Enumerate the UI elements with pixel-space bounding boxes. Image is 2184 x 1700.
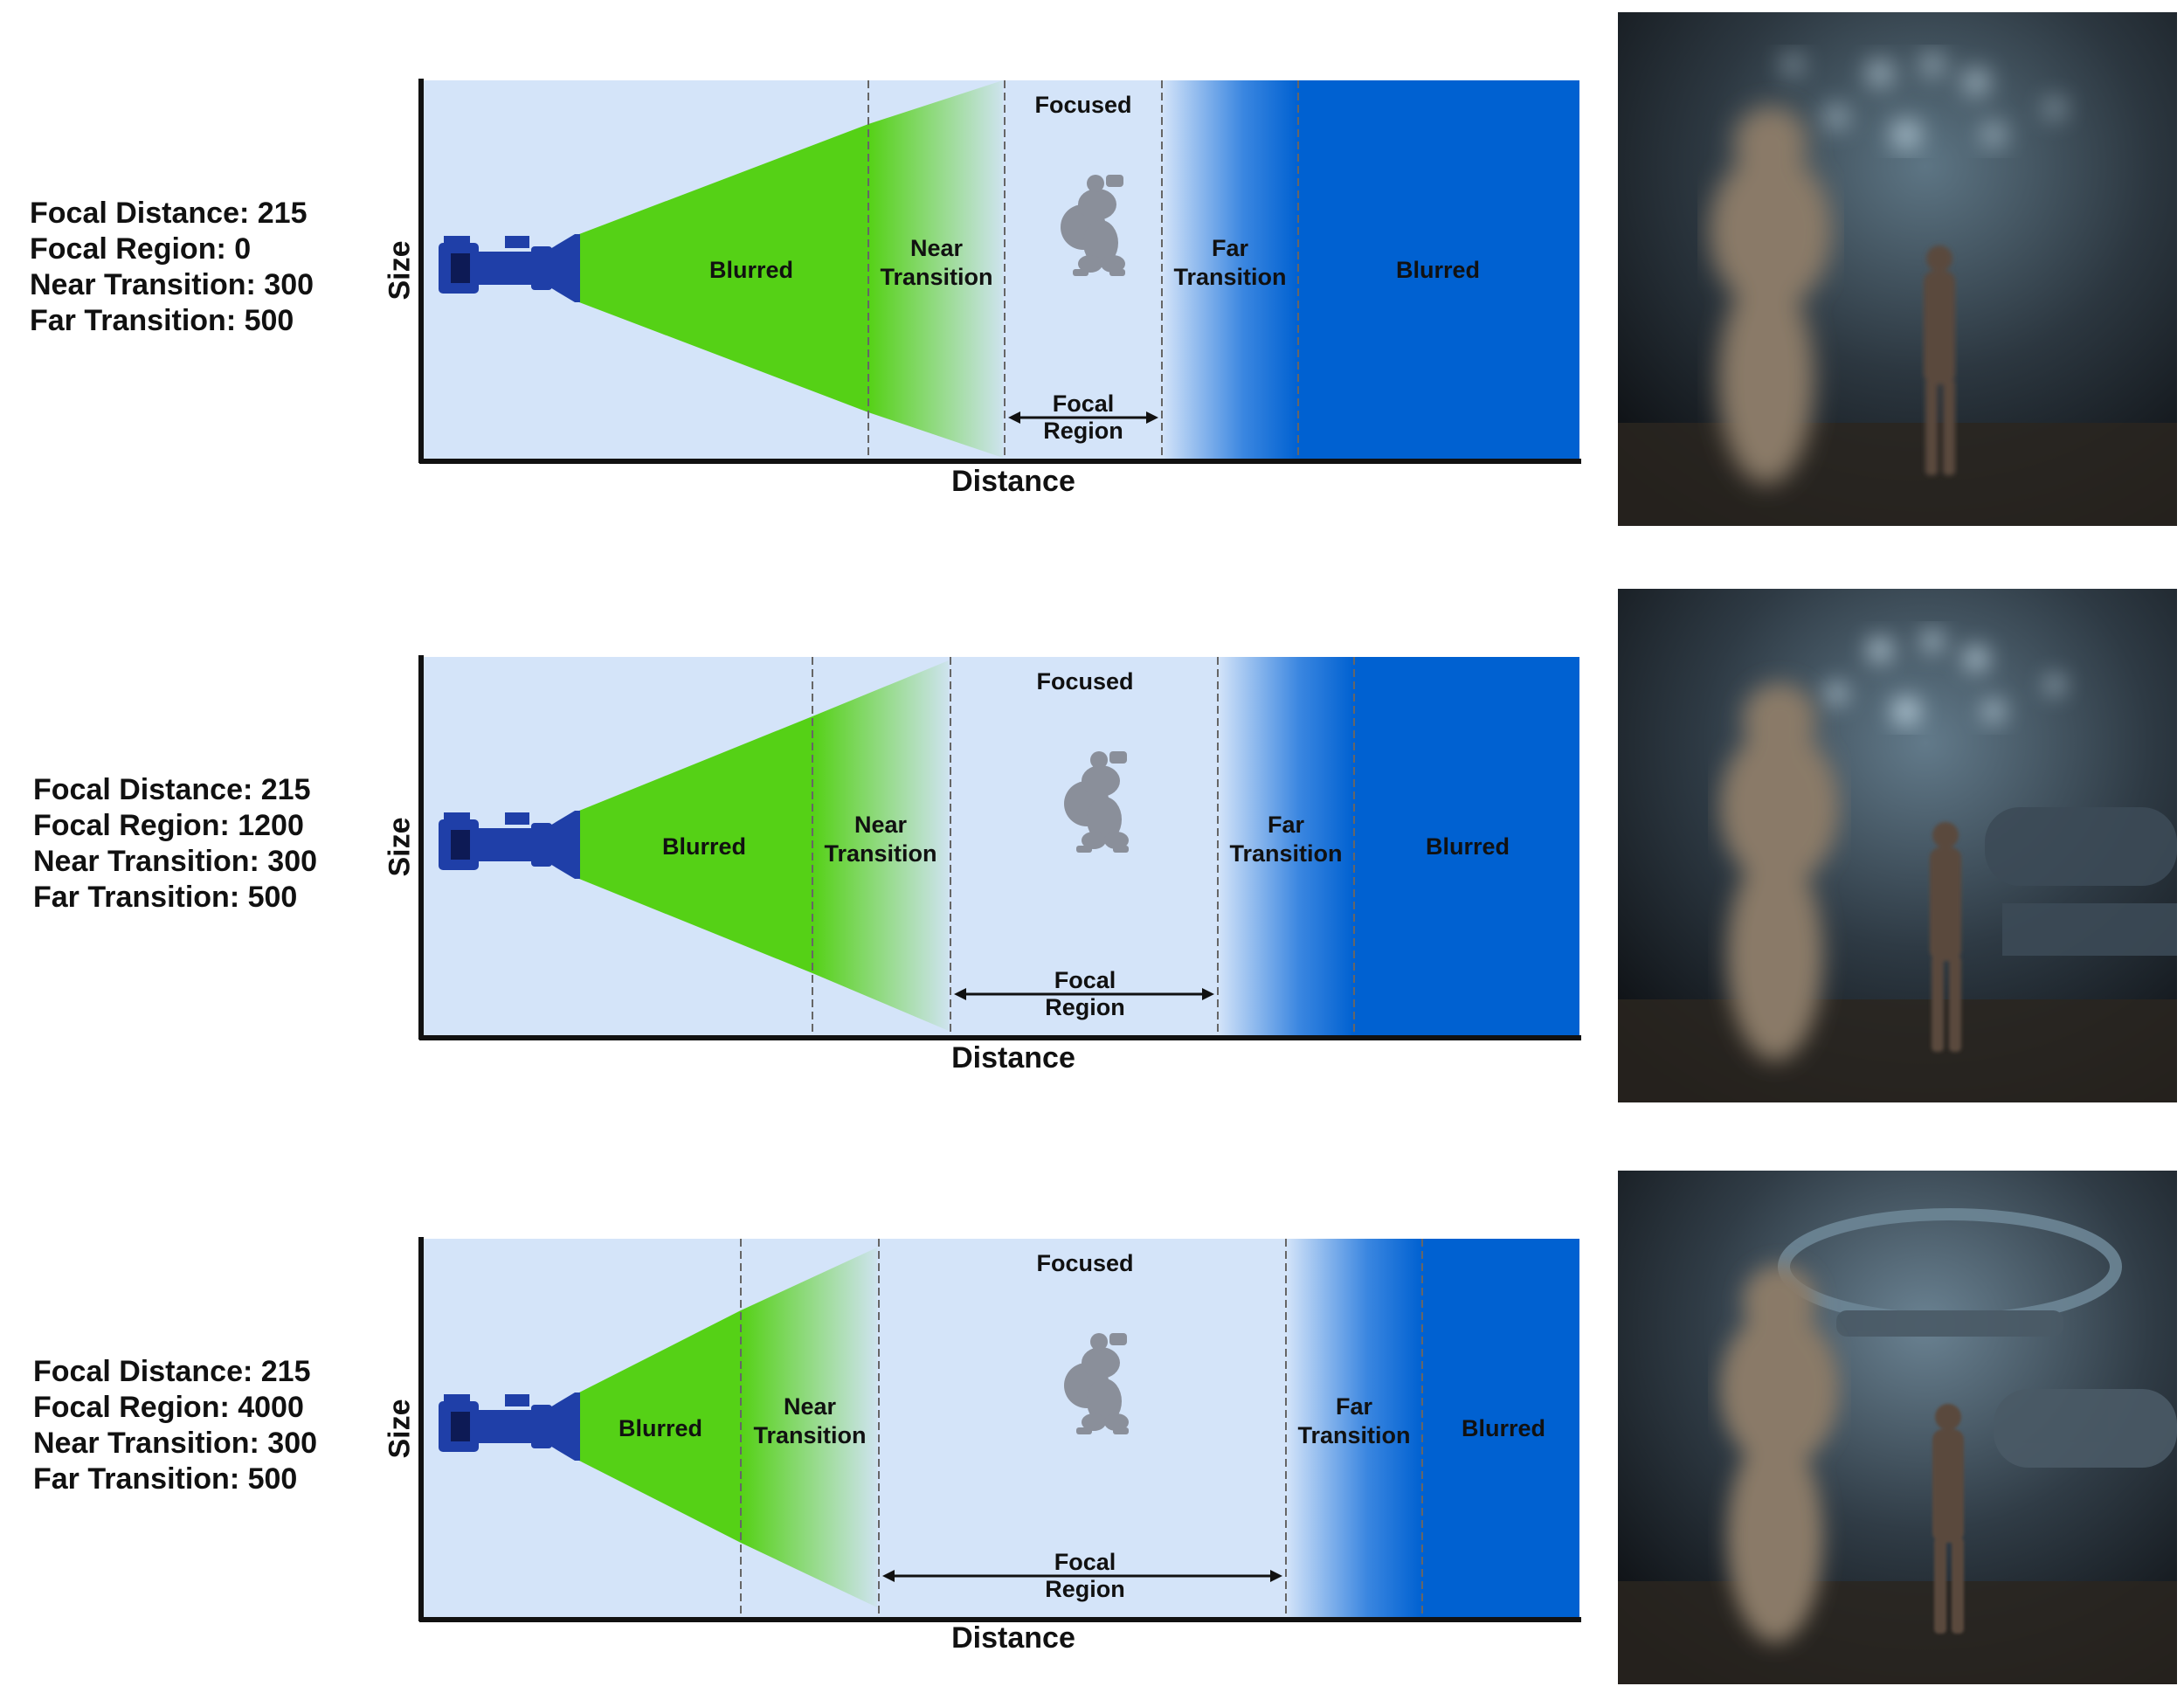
cone-blurred-near bbox=[579, 124, 868, 412]
focal-region-label-line2: Region bbox=[1045, 1576, 1125, 1602]
blurred-foreground-soldier bbox=[1710, 107, 1832, 484]
blurred-foreground-soldier bbox=[1720, 683, 1839, 1061]
cone-near-transition bbox=[812, 660, 949, 1031]
blurred-foreground-soldier bbox=[1720, 1265, 1839, 1642]
far-blurred-zone bbox=[1354, 657, 1579, 1036]
cone-blurred-near bbox=[579, 1310, 741, 1543]
far-transition-zone bbox=[1218, 657, 1354, 1036]
soldier-figure-icon bbox=[1064, 751, 1129, 853]
x-axis-label: Distance bbox=[951, 465, 1075, 498]
blurred-near-label: Blurred bbox=[709, 257, 793, 283]
focal-distance-text: Focal Distance: 215 bbox=[33, 773, 311, 806]
focal-region-arrow bbox=[882, 1570, 1282, 1582]
blurred-near-label: Blurred bbox=[619, 1415, 702, 1441]
near-transition-text: Near Transition: 300 bbox=[33, 1427, 318, 1460]
focused-label: Focused bbox=[1036, 668, 1133, 695]
far-transition-label-line2: Transition bbox=[1297, 1422, 1410, 1448]
near-transition-label-line1: Near bbox=[784, 1393, 837, 1420]
dof-diagram: Blurred Near Transition Focused Focal Re… bbox=[418, 77, 1581, 466]
focal-region-label-line2: Region bbox=[1043, 418, 1123, 444]
far-transition-label-line1: Far bbox=[1268, 812, 1305, 838]
focal-region-arrow bbox=[954, 988, 1214, 1000]
cone-blurred-near bbox=[579, 716, 812, 973]
focal-region-label-line2: Region bbox=[1045, 994, 1125, 1020]
focal-region-label-line1: Focal bbox=[1054, 1549, 1116, 1575]
settings-block: Focal Distance: 215 Focal Region: 4000 N… bbox=[33, 1354, 317, 1497]
camera-icon bbox=[439, 811, 580, 879]
camera-icon bbox=[439, 234, 580, 302]
soldier-figure-icon bbox=[1064, 1333, 1129, 1434]
blurred-far-label: Blurred bbox=[1462, 1415, 1545, 1441]
focal-region-arrow bbox=[1008, 411, 1158, 424]
near-transition-label-line1: Near bbox=[854, 812, 908, 838]
focused-soldier bbox=[1932, 1404, 1964, 1634]
blurred-near-label: Blurred bbox=[662, 833, 746, 860]
near-transition-text: Near Transition: 300 bbox=[33, 845, 318, 878]
focused-label: Focused bbox=[1036, 1250, 1133, 1276]
near-transition-label-line2: Transition bbox=[824, 840, 936, 867]
blurred-far-label: Blurred bbox=[1426, 833, 1510, 860]
blurred-far-label: Blurred bbox=[1396, 257, 1480, 283]
x-axis-label: Distance bbox=[951, 1041, 1075, 1075]
far-transition-label-line2: Transition bbox=[1173, 264, 1286, 290]
near-transition-label-line1: Near bbox=[910, 235, 964, 261]
far-transition-zone bbox=[1286, 1239, 1422, 1618]
focused-label: Focused bbox=[1034, 92, 1131, 118]
far-transition-label-line1: Far bbox=[1212, 235, 1249, 261]
far-transition-zone bbox=[1162, 80, 1298, 460]
dof-row-1: Focal Distance: 215 Focal Region: 0 Near… bbox=[0, 0, 2184, 526]
settings-block: Focal Distance: 215 Focal Region: 1200 N… bbox=[33, 772, 317, 916]
scene-photo-1 bbox=[1618, 12, 2177, 526]
scene-photo-2 bbox=[1618, 589, 2177, 1102]
focal-distance-text: Focal Distance: 215 bbox=[33, 1355, 311, 1388]
camera-icon bbox=[439, 1392, 580, 1461]
focused-soldier bbox=[1930, 822, 1961, 1052]
far-transition-text: Far Transition: 500 bbox=[33, 881, 298, 914]
far-transition-text: Far Transition: 500 bbox=[30, 304, 294, 337]
settings-block: Focal Distance: 215 Focal Region: 0 Near… bbox=[30, 196, 314, 339]
focal-region-text: Focal Region: 0 bbox=[30, 232, 252, 266]
scene-photo-3 bbox=[1618, 1171, 2177, 1684]
y-axis-label: Size bbox=[383, 817, 417, 877]
dof-diagram: Blurred Near Transition Focused Focal Re… bbox=[418, 653, 1581, 1043]
focal-region-text: Focal Region: 4000 bbox=[33, 1391, 304, 1424]
near-transition-text: Near Transition: 300 bbox=[30, 268, 314, 301]
near-transition-label-line2: Transition bbox=[880, 264, 992, 290]
far-transition-label-line2: Transition bbox=[1229, 840, 1342, 867]
dof-diagram: Blurred Near Transition Focused Focal Re… bbox=[418, 1235, 1581, 1625]
far-blurred-zone bbox=[1298, 80, 1579, 460]
soldier-figure-icon bbox=[1061, 175, 1125, 276]
cone-near-transition bbox=[868, 80, 1003, 458]
dof-row-3: Focal Distance: 215 Focal Region: 4000 N… bbox=[0, 1158, 2184, 1684]
far-transition-label-line1: Far bbox=[1336, 1393, 1373, 1420]
near-transition-label-line2: Transition bbox=[753, 1422, 866, 1448]
focal-region-label-line1: Focal bbox=[1053, 390, 1115, 417]
focused-soldier bbox=[1924, 245, 1955, 475]
dof-row-2: Focal Distance: 215 Focal Region: 1200 N… bbox=[0, 577, 2184, 1102]
x-axis-label: Distance bbox=[951, 1621, 1075, 1655]
focal-region-text: Focal Region: 1200 bbox=[33, 809, 304, 842]
y-axis-label: Size bbox=[383, 240, 417, 301]
focal-distance-text: Focal Distance: 215 bbox=[30, 197, 308, 230]
y-axis-label: Size bbox=[383, 1399, 417, 1459]
cone-near-transition bbox=[741, 1247, 877, 1607]
far-blurred-zone bbox=[1422, 1239, 1579, 1618]
far-transition-text: Far Transition: 500 bbox=[33, 1462, 298, 1496]
focal-region-label-line1: Focal bbox=[1054, 967, 1116, 993]
